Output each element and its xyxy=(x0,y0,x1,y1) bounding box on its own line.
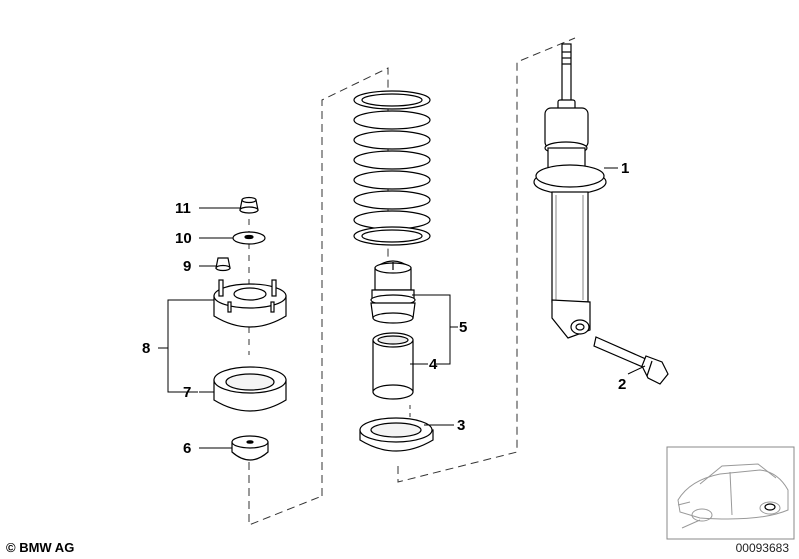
dust-cap[interactable] xyxy=(231,435,269,461)
assembly-dash-lines xyxy=(248,37,576,526)
hex-nut[interactable] xyxy=(215,257,231,272)
bolt[interactable] xyxy=(593,336,669,385)
shock-absorber[interactable] xyxy=(533,43,607,339)
callout-6: 6 xyxy=(183,440,191,457)
callout-5: 5 xyxy=(459,319,467,336)
callout-3: 3 xyxy=(457,417,465,434)
coil-spring[interactable] xyxy=(353,90,431,246)
callout-9: 9 xyxy=(183,258,191,275)
callout-7: 7 xyxy=(183,384,191,401)
leader-lines xyxy=(158,167,646,449)
vehicle-thumbnail xyxy=(666,446,795,540)
callout-1: 1 xyxy=(621,160,629,177)
support-bearing[interactable] xyxy=(213,279,287,328)
callout-10: 10 xyxy=(175,230,192,247)
washer[interactable] xyxy=(232,231,266,245)
callout-4: 4 xyxy=(429,356,438,373)
support-ring[interactable] xyxy=(213,366,287,412)
callout-11: 11 xyxy=(175,200,191,217)
auxiliary-spring[interactable] xyxy=(370,260,416,324)
nut[interactable] xyxy=(239,196,259,214)
callout-8: 8 xyxy=(142,340,150,357)
callout-labels: 1 2 3 4 5 6 7 8 9 10 11 xyxy=(142,160,629,457)
copyright-text: © BMW AG xyxy=(6,540,75,555)
spring-pad-lower[interactable] xyxy=(359,417,434,452)
protective-tube[interactable] xyxy=(372,332,414,400)
callout-2: 2 xyxy=(618,376,626,393)
image-number: 00093683 xyxy=(735,541,789,555)
